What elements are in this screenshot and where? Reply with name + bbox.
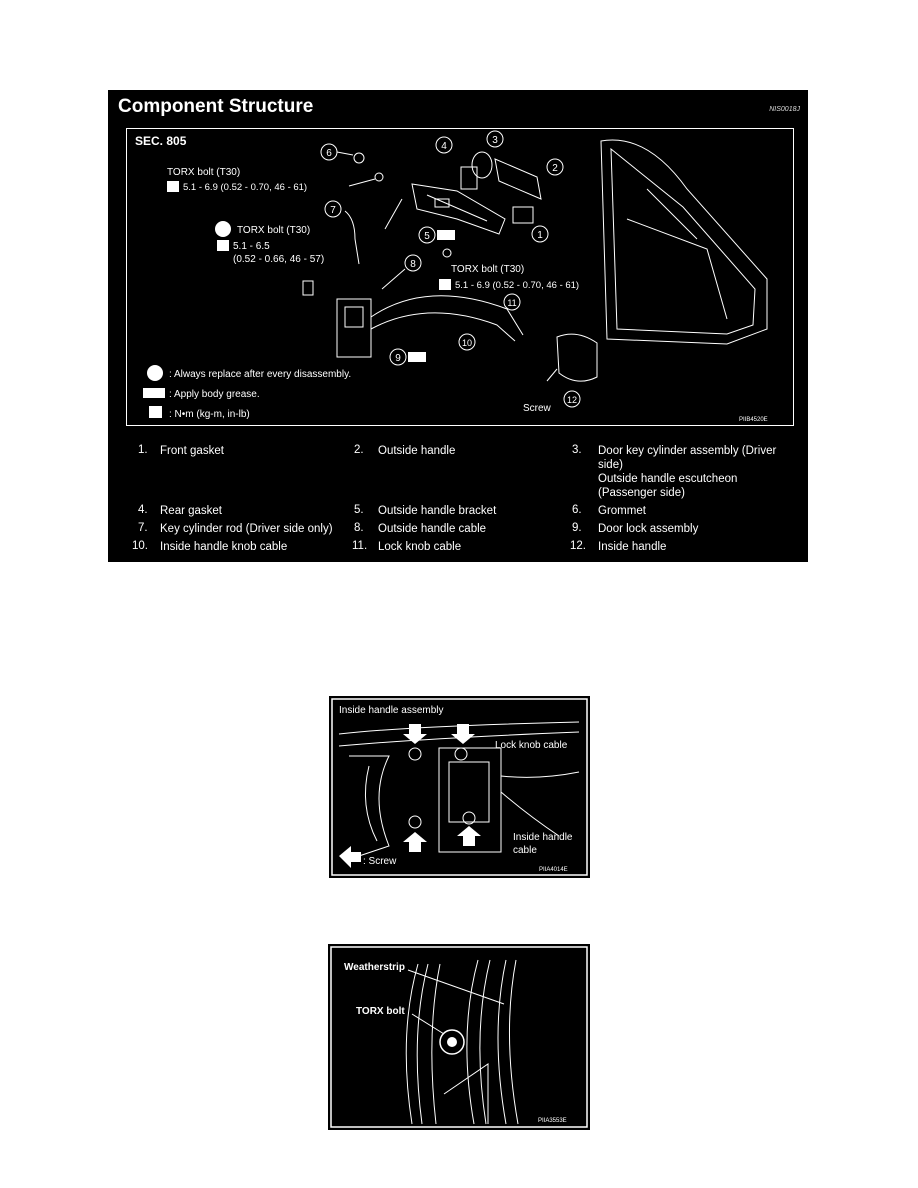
torque-icon [149,406,162,418]
exploded-diagram: SEC. 805 6 TORX bolt (T30) 5.1 - 6.9 (0.… [126,128,794,426]
figure-title: Component Structure [118,96,314,117]
part-item: 5. Outside handle bracket [354,504,497,517]
svg-text:1: 1 [537,230,543,241]
svg-text:10: 10 [462,338,472,348]
component-structure-figure: Component Structure NIS0018J SEC. 805 6 … [108,90,808,562]
figure-code: PIIA4014E [539,867,568,873]
part-item: 1. Front gasket [138,444,224,457]
label-handle-cable-b: cable [513,845,537,856]
svg-text:4: 4 [441,141,447,152]
svg-text:5: 5 [424,231,430,242]
part-item: 12. Inside handle [570,540,667,553]
label-assembly: Inside handle assembly [339,705,444,716]
callout-2: 2 [494,158,564,200]
legend-replace: : Always replace after every disassembly… [169,369,351,380]
part-item: 11. Lock knob cable [352,540,462,553]
callout-11: 11 [503,293,521,311]
arrow-icon [403,724,427,744]
inside-handle-figure: Inside handle assembly Lock knob cable I… [329,696,590,878]
replace-icon [215,221,231,237]
bolt1-label: TORX bolt (T30) [167,167,240,178]
svg-text:3: 3 [492,135,498,146]
callout-8: 8 [381,254,422,290]
label-screw: : Screw [363,856,397,867]
outside-handle-bracket-drawing [384,183,506,235]
callout-4: 4 [435,136,478,190]
torque-icon [439,279,451,290]
callout-5: 5 [418,226,455,244]
grease-icon [437,230,455,240]
screw-label: Screw [523,403,552,414]
part-item: 9. Door lock assembly [572,522,699,535]
bolt2-label: TORX bolt (T30) [237,225,310,236]
figure-ref-code: NIS0018J [769,106,800,113]
replace-icon [147,365,163,381]
svg-text:6: 6 [326,148,332,159]
callout-1: 1 [512,206,549,243]
bolt2-torque-a: 5.1 - 6.5 [233,241,270,252]
door-outline-drawing [600,139,768,345]
label-weatherstrip: Weatherstrip [344,962,405,973]
bolt3-torque: 5.1 - 6.9 (0.52 - 0.70, 46 - 61) [455,280,579,291]
part-item: 7. Key cylinder rod (Driver side only) [138,522,333,535]
legend-torque: : N•m (kg-m, in-lb) [169,409,250,420]
arrow-icon [403,832,427,852]
torx-bolt-icon [439,1029,465,1055]
torx-bolt-svg: Weatherstrip TORX bolt PIIA3553E [330,946,588,1128]
arrow-icon [457,826,481,846]
legend-grease: : Apply body grease. [169,389,260,400]
label-torx-bolt: TORX bolt [356,1006,405,1017]
arrow-left-icon [339,846,361,868]
inside-handle-drawing [556,333,598,382]
torx-bolt-figure: Weatherstrip TORX bolt PIIA3553E [328,944,590,1130]
callout-3: 3 [471,130,504,179]
grease-icon [143,388,165,398]
parts-list: 1. Front gasket 2. Outside handle 3. Doo… [108,430,808,562]
part-item: 4. Rear gasket [138,504,223,517]
figure-code: PIIA3553E [538,1118,567,1124]
arrow-icon [451,724,475,744]
part-item: 6. Grommet [572,504,646,517]
section-label: SEC. 805 [135,134,187,148]
svg-text:11: 11 [507,298,516,308]
callout-6: 6 [320,143,365,164]
grease-icon [408,352,426,362]
part-item: 10. Inside handle knob cable [132,540,288,553]
svg-text:9: 9 [395,353,401,364]
torque-icon [167,181,179,192]
label-lock-cable: Lock knob cable [495,740,568,751]
svg-text:8: 8 [410,259,416,270]
part-item: 2. Outside handle [354,444,456,457]
svg-text:7: 7 [330,205,336,216]
part-item: 8. Outside handle cable [354,522,487,535]
exploded-diagram-svg: SEC. 805 6 TORX bolt (T30) 5.1 - 6.9 (0.… [135,130,768,423]
inside-handle-svg: Inside handle assembly Lock knob cable I… [331,698,588,876]
bolt3-label: TORX bolt (T30) [451,264,524,275]
part-item: 3. Door key cylinder assembly (Driver si… [572,444,777,499]
torque-icon [217,240,229,251]
bolt2-torque-b: (0.52 - 0.66, 46 - 57) [233,254,324,265]
bolt1-torque: 5.1 - 6.9 (0.52 - 0.70, 46 - 61) [183,182,307,193]
callout-12: 12 [563,390,581,408]
callout-9: 9 [389,348,426,366]
callout-10: 10 [458,333,476,351]
door-lock-assembly-drawing [336,295,524,358]
svg-text:12: 12 [567,395,577,405]
figure-code: PIIB4520E [739,417,768,423]
callout-7: 7 [324,200,360,265]
label-handle-cable-a: Inside handle [513,832,573,843]
svg-text:2: 2 [552,163,558,174]
